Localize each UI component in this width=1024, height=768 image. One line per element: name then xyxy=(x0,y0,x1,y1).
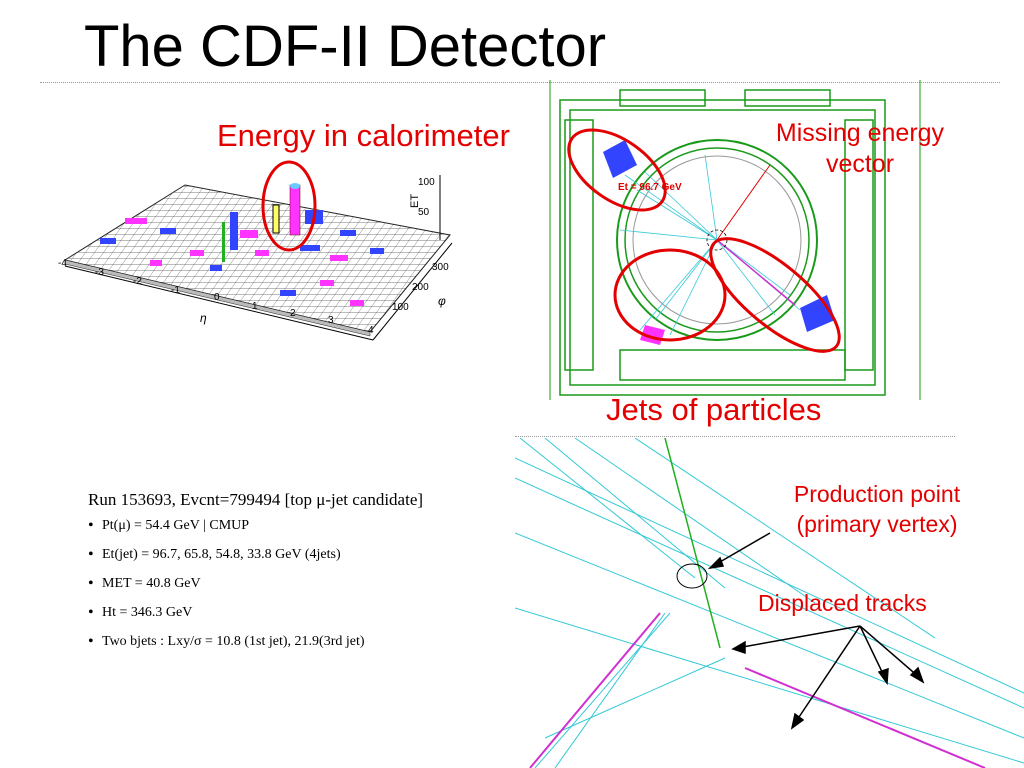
phi-tick: 100 xyxy=(392,302,409,313)
et-tick: 50 xyxy=(418,207,430,218)
tower xyxy=(330,255,348,261)
muon-track xyxy=(664,438,721,649)
tower xyxy=(100,238,116,244)
tracker-ring xyxy=(632,155,802,325)
tower xyxy=(160,228,176,234)
tower xyxy=(350,300,364,306)
event-info-list: Pt(μ) = 54.4 GeV | CMUP Et(jet) = 96.7, … xyxy=(88,517,508,651)
tower xyxy=(320,280,334,286)
phi-tick-labels: 100 200 300 xyxy=(392,262,449,313)
missing-energy-vector xyxy=(716,164,771,241)
jets-label: Jets of particles xyxy=(606,392,822,427)
muon-tower xyxy=(222,222,225,262)
calorimeter-label: Energy in calorimeter xyxy=(217,118,510,153)
tower xyxy=(150,260,162,266)
et-tick-labels: 50 100 xyxy=(418,177,435,218)
tower xyxy=(240,230,258,238)
phi-axis-label: φ xyxy=(438,294,446,308)
tower xyxy=(280,290,296,296)
production-label-line1: Production point xyxy=(793,481,961,507)
eta-tick: -3 xyxy=(95,267,104,278)
tower xyxy=(210,265,222,271)
missing-energy-label-line2: vector xyxy=(825,150,895,179)
event-info-block: Run 153693, Evcnt=799494 [top μ-jet cand… xyxy=(88,490,508,663)
missing-energy-label: Missing energy vector xyxy=(755,118,965,181)
list-item: Pt(μ) = 54.4 GeV | CMUP xyxy=(88,517,508,535)
run-line: Run 153693, Evcnt=799494 [top μ-jet cand… xyxy=(88,490,424,509)
jet-highlight-ellipse xyxy=(567,128,667,212)
eta-tick: 0 xyxy=(214,292,220,303)
jet-highlight-ellipse xyxy=(613,248,727,342)
inner-ring xyxy=(624,147,810,333)
missing-energy-label-line1: Missing energy xyxy=(775,119,945,147)
tower xyxy=(230,212,238,250)
et-axis-label: ET xyxy=(409,194,421,208)
vertex-zoom-display xyxy=(515,438,1024,768)
calorimeter-highlight-ellipse xyxy=(261,160,317,252)
tower xyxy=(190,250,204,256)
tower xyxy=(272,204,280,234)
jet-deposit xyxy=(603,140,637,178)
calorimeter-lego-plot: -4 -3 -2 -1 0 1 2 3 4 η 100 200 300 φ 50… xyxy=(58,175,453,341)
annotation-arrows xyxy=(707,532,925,730)
phi-tick: 200 xyxy=(412,282,429,293)
slide-title: The CDF-II Detector xyxy=(84,14,607,79)
lego-edge xyxy=(64,259,371,337)
phi-axis xyxy=(372,242,453,341)
outer-ring xyxy=(616,139,818,341)
right-divider xyxy=(515,436,955,437)
eta-axis xyxy=(64,265,374,341)
eta-tick: -1 xyxy=(171,285,180,296)
muon-track-displaced xyxy=(529,612,661,768)
muon-track-displaced xyxy=(744,667,986,768)
eta-tick: 4 xyxy=(368,325,374,336)
tower xyxy=(300,245,320,251)
eta-tick: 1 xyxy=(252,301,258,312)
detector-frame xyxy=(559,89,886,396)
displaced-tracks-label: Displaced tracks xyxy=(758,590,927,616)
detector-event-display: Et = 96.7 GeV xyxy=(549,80,921,400)
eta-tick-labels: -4 -3 -2 -1 0 1 2 3 4 xyxy=(58,258,374,336)
eta-tick: -2 xyxy=(133,276,142,287)
list-item: MET = 40.8 GeV xyxy=(88,575,508,593)
list-item: Ht = 346.3 GeV xyxy=(88,604,508,622)
eta-axis-label: η xyxy=(200,311,207,325)
list-item: Et(jet) = 96.7, 65.8, 54.8, 33.8 GeV (4j… xyxy=(88,546,508,564)
tower xyxy=(255,250,269,256)
eta-tick: -4 xyxy=(58,258,67,269)
production-label-line2: (primary vertex) xyxy=(796,510,958,537)
jet-energy-text: Et = 96.7 GeV xyxy=(618,182,682,193)
primary-vertex-circle xyxy=(676,563,708,589)
production-point-label: Production point (primary vertex) xyxy=(762,480,992,540)
vertex-ring xyxy=(706,229,728,251)
energy-towers xyxy=(100,183,384,306)
eta-tick: 2 xyxy=(290,308,296,319)
eta-tick: 3 xyxy=(328,315,334,326)
jet-highlight-ellipse xyxy=(709,237,841,353)
tower xyxy=(340,230,356,236)
tower-top xyxy=(290,183,300,189)
phi-tick: 300 xyxy=(432,262,449,273)
title-divider xyxy=(40,82,1000,83)
zoom-tracks xyxy=(515,438,1024,768)
list-item: Two bjets : Lxy/σ = 10.8 (1st jet), 21.9… xyxy=(88,633,508,651)
tower xyxy=(370,248,384,254)
tower xyxy=(125,218,147,224)
muon-track xyxy=(716,239,796,306)
et-tick: 100 xyxy=(418,177,435,188)
